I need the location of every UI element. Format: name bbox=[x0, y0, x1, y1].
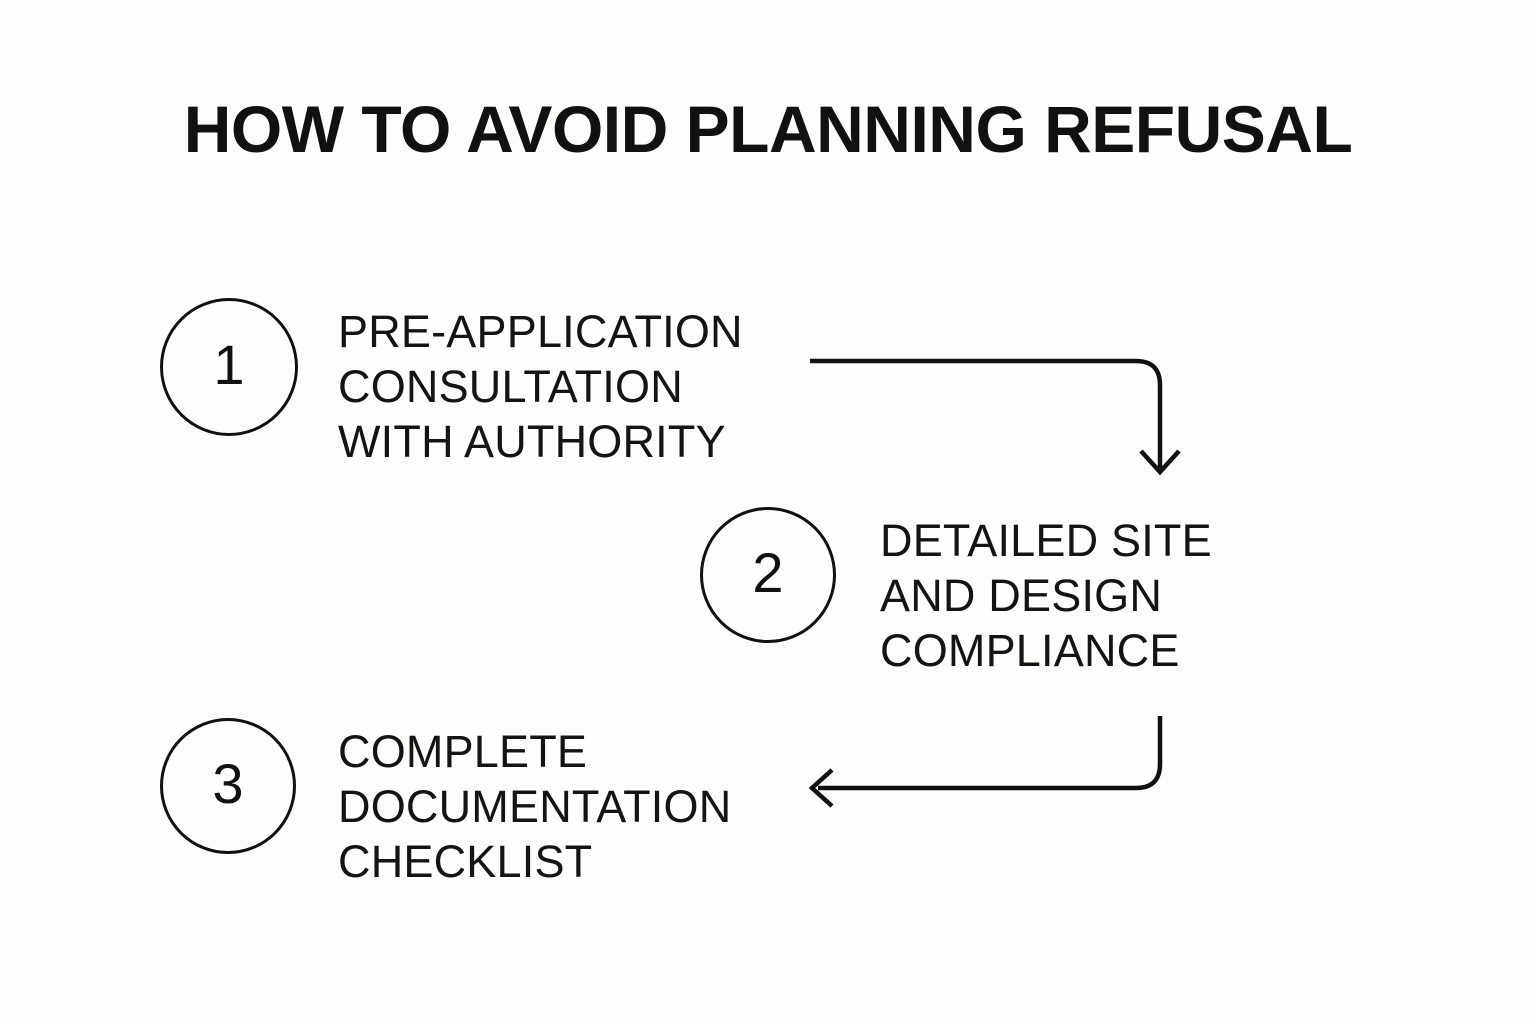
step-text-2: DETAILED SITE AND DESIGN COMPLIANCE bbox=[880, 513, 1212, 678]
step-text-line: AND DESIGN bbox=[880, 570, 1163, 621]
step-text-line: COMPLETE bbox=[338, 726, 588, 777]
step-text-line: WITH AUTHORITY bbox=[338, 416, 726, 467]
step-item-2: 2 DETAILED SITE AND DESIGN COMPLIANCE bbox=[700, 507, 1212, 678]
step-text-line: CHECKLIST bbox=[338, 836, 593, 887]
step-text-line: DETAILED SITE bbox=[880, 515, 1212, 566]
step-text-line: COMPLIANCE bbox=[880, 625, 1180, 676]
step-number-badge-3: 3 bbox=[160, 718, 296, 854]
step-text-line: CONSULTATION bbox=[338, 361, 683, 412]
step-number-label-1: 1 bbox=[213, 333, 245, 396]
step-number-badge-1: 1 bbox=[160, 298, 298, 436]
step-text-1: PRE-APPLICATION CONSULTATION WITH AUTHOR… bbox=[338, 304, 743, 469]
step-item-3: 3 COMPLETE DOCUMENTATION CHECKLIST bbox=[160, 718, 731, 889]
connector-arrow-step1-to-step2 bbox=[810, 358, 1181, 476]
step-text-line: PRE-APPLICATION bbox=[338, 306, 743, 357]
step-number-badge-2: 2 bbox=[700, 507, 836, 643]
step-text-line: DOCUMENTATION bbox=[338, 781, 732, 832]
connector-arrow-step2-to-step3 bbox=[808, 716, 1163, 808]
step-text-3: COMPLETE DOCUMENTATION CHECKLIST bbox=[338, 724, 731, 889]
page-title: HOW TO AVOID PLANNING REFUSAL bbox=[183, 92, 1353, 166]
step-item-1: 1 PRE-APPLICATION CONSULTATION WITH AUTH… bbox=[160, 298, 743, 469]
step-number-label-3: 3 bbox=[212, 752, 244, 815]
step-number-label-2: 2 bbox=[752, 541, 784, 604]
